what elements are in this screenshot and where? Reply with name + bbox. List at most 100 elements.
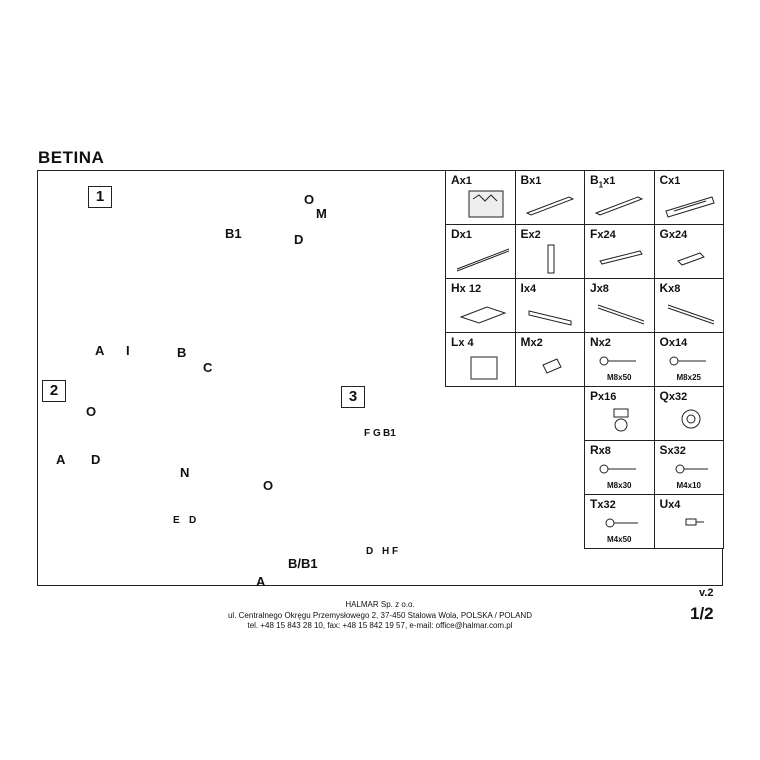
step3-label-f2: F	[392, 546, 399, 557]
step-1-number: 1	[88, 186, 112, 208]
part-cell-k: Kx8	[653, 278, 724, 333]
part-label: Ux4	[660, 497, 681, 511]
part-qty: x2	[598, 337, 611, 349]
step2-label-n: N	[180, 465, 190, 480]
part-label: Mx2	[521, 335, 543, 349]
part-cell-a: Ax1	[445, 170, 516, 225]
part-caption: M8x50	[607, 373, 632, 382]
step2-label-a2: A	[256, 574, 266, 589]
part-qty: x1	[603, 175, 616, 187]
step-2-number: 2	[42, 380, 66, 402]
part-qty: x1	[668, 175, 681, 187]
part-label: Ix4	[521, 281, 537, 295]
part-id: A	[451, 173, 460, 187]
detail-label-d: D	[294, 232, 304, 247]
part-label: Cx1	[660, 173, 681, 187]
footer-contact: tel. +48 15 843 28 10, fax: +48 15 842 1…	[247, 621, 513, 630]
part-id: Q	[659, 389, 669, 403]
part-label: Fx24	[590, 227, 616, 241]
runner-icon	[597, 304, 645, 325]
part-cell-p: Px16	[584, 386, 655, 441]
step3-label-g: G	[373, 428, 381, 439]
center-beam-icon	[456, 248, 510, 272]
part-qty: x 4	[458, 337, 474, 349]
part-label: Sx32	[660, 443, 686, 457]
screw-icon	[605, 518, 638, 528]
part-qty: x1	[459, 175, 472, 187]
step2-label-a: A	[56, 452, 66, 467]
step2-label-bb1: B/B1	[288, 556, 318, 571]
page-number: 1/2	[690, 604, 714, 623]
detail-label-o: O	[304, 192, 315, 207]
step2-label-o2: O	[263, 478, 274, 493]
part-cell-j: Jx8	[584, 278, 655, 333]
part-qty: x8	[668, 283, 681, 295]
bolt-icon	[669, 356, 706, 366]
part-cell-c: Cx1	[653, 170, 724, 225]
part-id: K	[659, 281, 669, 295]
part-caption: M4x50	[607, 535, 632, 544]
part-qty: x 12	[459, 283, 482, 295]
part-qty: x32	[667, 445, 686, 457]
part-cell-g: Gx24	[653, 224, 724, 279]
part-label: Dx1	[451, 227, 472, 241]
part-id: H	[451, 281, 460, 295]
slat-icon	[599, 250, 643, 265]
bolt-icon	[599, 464, 636, 474]
part-label: Hx 12	[451, 281, 481, 295]
part-qty: x2	[528, 229, 541, 241]
part-id: M	[520, 335, 531, 349]
panel-icon	[470, 356, 498, 380]
part-label: Ox14	[660, 335, 688, 349]
part-cell-i: Ix4	[514, 278, 585, 333]
part-cell-b1: B1x1	[584, 170, 655, 225]
slat-holder-icon	[676, 252, 705, 266]
part-qty: x32	[668, 391, 688, 403]
part-label: Ex2	[521, 227, 541, 241]
part-id: O	[659, 335, 669, 349]
drawer-front-icon	[528, 310, 571, 326]
footer-address: ul. Centralnego Okręgu Przemysłowego 2, …	[227, 611, 532, 620]
part-caption: M8x30	[607, 481, 632, 490]
part-caption: M8x25	[676, 373, 701, 382]
part-qty: x4	[668, 499, 681, 511]
step3-label-h: H	[382, 546, 390, 557]
step2-label-e: E	[173, 515, 180, 526]
part-label: Bx1	[521, 173, 542, 187]
label-b: B	[177, 345, 187, 360]
part-caption: M4x10	[676, 481, 701, 490]
caster-icon	[613, 408, 629, 432]
label-i: I	[126, 343, 130, 358]
part-label: Nx2	[590, 335, 611, 349]
part-qty: x24	[597, 229, 616, 241]
part-id: D	[451, 227, 460, 241]
leg-icon	[547, 244, 554, 274]
part-cell-e: Ex2	[514, 224, 585, 279]
part-id: N	[590, 335, 599, 349]
part-qty: x14	[668, 337, 688, 349]
part-id: F	[590, 227, 598, 241]
part-cell-d: Dx1	[445, 224, 516, 279]
step3-label-d: D	[366, 546, 374, 557]
footboard-icon	[664, 196, 715, 218]
part-cell-l: Lx 4	[445, 332, 516, 387]
part-qty: x8	[598, 445, 611, 457]
part-label: Gx24	[660, 227, 688, 241]
part-id: P	[590, 389, 599, 403]
step2-label-dd: D	[189, 515, 197, 526]
footer-company: HALMAR Sp. z o.o.	[345, 600, 415, 609]
part-id: S	[659, 443, 668, 457]
part-label: Jx8	[590, 281, 609, 295]
part-id: J	[590, 281, 597, 295]
rail-icon	[594, 196, 644, 216]
part-qty: x1	[459, 229, 472, 241]
part-id: G	[659, 227, 669, 241]
part-id-sub: 1	[598, 180, 604, 190]
part-cell-f: Fx24	[584, 224, 655, 279]
part-label: Qx32	[660, 389, 688, 403]
wheel-icon	[681, 409, 700, 429]
